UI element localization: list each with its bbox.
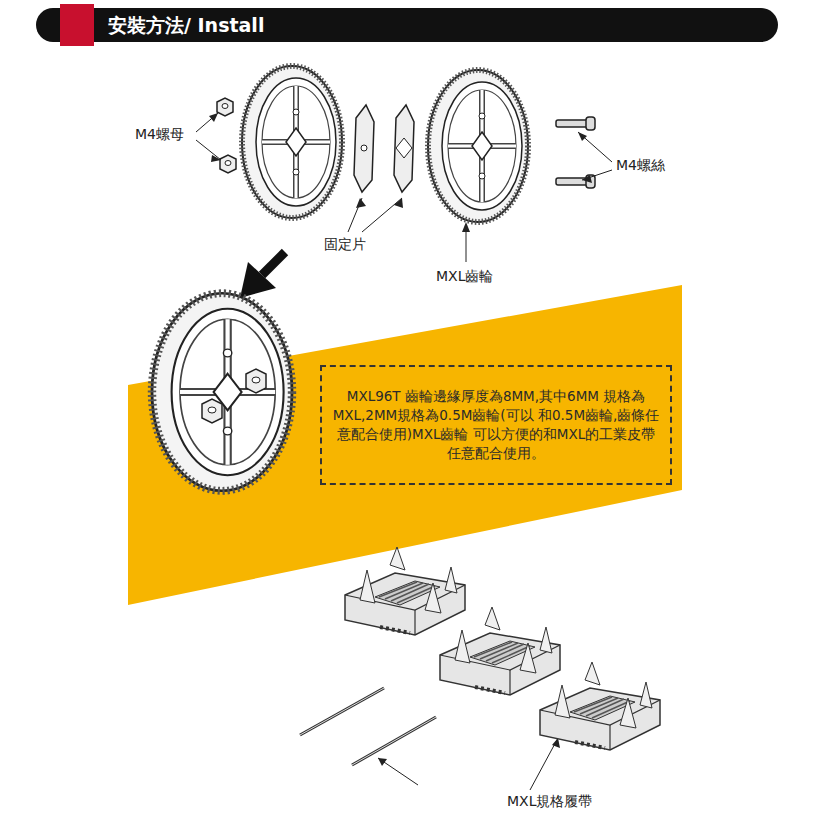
part-label: MXL齒輪 — [434, 268, 495, 286]
part-label: 固定片 — [322, 236, 368, 254]
part-label: MXL規格履帶 — [505, 793, 594, 811]
note-box: MXL96T 齒輪邊緣厚度為8MM,其中6MM 規格為MXL,2MM規格為0.5… — [320, 365, 672, 485]
note-text: MXL96T 齒輪邊緣厚度為8MM,其中6MM 規格為MXL,2MM規格為0.5… — [332, 387, 660, 463]
part-label: M4螺母 — [133, 126, 186, 144]
part-label: M4螺絲 — [614, 157, 667, 175]
title-text: 安裝方法/ Install — [108, 13, 264, 39]
